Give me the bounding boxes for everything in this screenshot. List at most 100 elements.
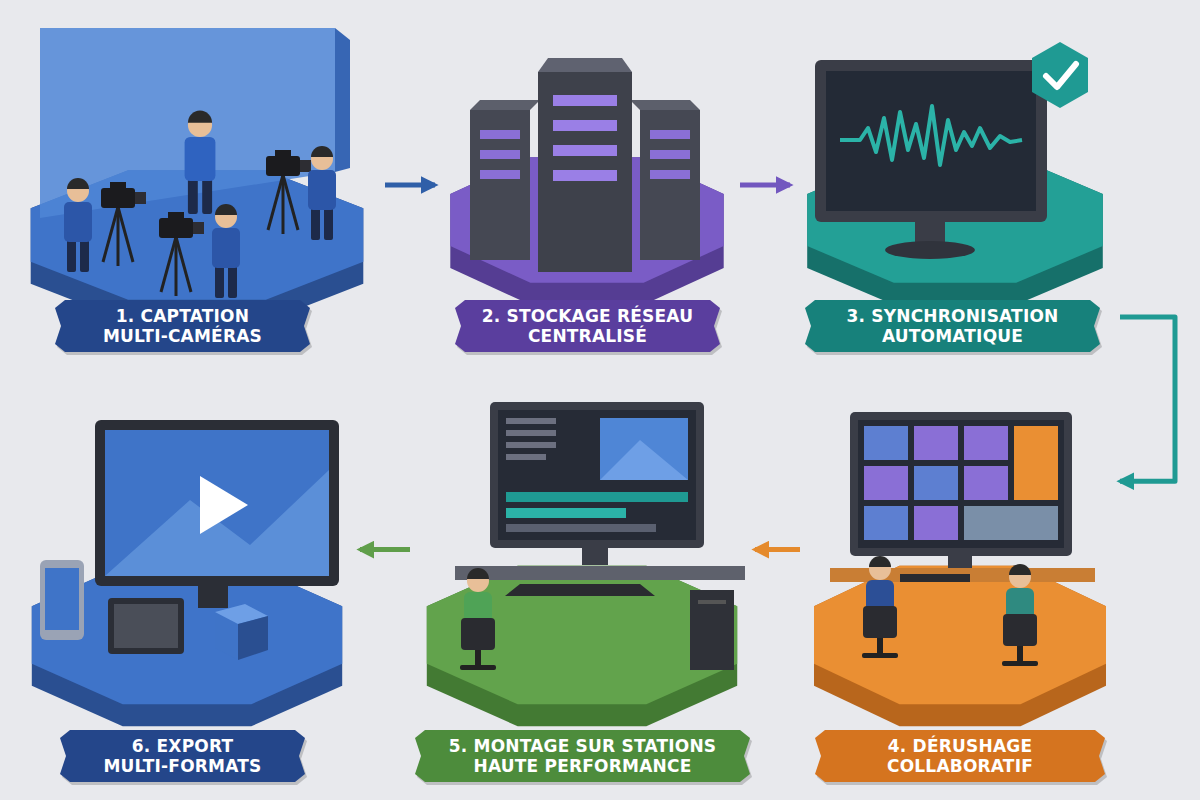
stage-shape	[10, 20, 385, 350]
banner-label-box: 5. MONTAGE SUR STATIONS HAUTE PERFORMANC…	[415, 730, 750, 782]
sync-monitor	[1046, 64, 1076, 87]
flow-arrow	[1120, 317, 1175, 481]
review-desk	[858, 420, 1064, 548]
server-racks	[470, 100, 540, 110]
stage-banner	[805, 300, 1100, 352]
export-devices	[198, 584, 228, 608]
review-desk	[830, 568, 1095, 582]
server-racks	[650, 170, 690, 179]
process-stage: 6. EXPORT MULTI-FORMATS	[15, 420, 360, 780]
platform-side	[807, 157, 1103, 305]
banner-label-box: 2. STOCKAGE RÉSEAU CENTRALISÉ	[455, 300, 720, 352]
banner-text-wrap: 4. DÉRUSHAGE COLLABORATIF	[860, 736, 1060, 777]
server-racks	[553, 95, 617, 106]
platform-side	[450, 157, 723, 305]
stage-label: 2. STOCKAGE RÉSEAU CENTRALISÉ	[473, 306, 703, 347]
banner-text-wrap: 2. STOCKAGE RÉSEAU CENTRALISÉ	[473, 306, 703, 347]
banner-label-box: 1. CAPTATION MULTI-CAMÉRAS	[55, 300, 310, 352]
stage-label: 5. MONTAGE SUR STATIONS HAUTE PERFORMANC…	[430, 736, 735, 777]
stage-shape	[410, 420, 755, 780]
sync-monitor	[826, 71, 1036, 211]
review-desk	[864, 506, 908, 540]
edit-station	[506, 430, 556, 436]
stage-banner	[415, 730, 750, 782]
edit-station	[506, 418, 556, 424]
server-racks	[480, 150, 520, 159]
export-devices	[40, 420, 339, 660]
edit-station	[582, 545, 608, 565]
studio-scene	[40, 28, 350, 298]
sync-monitor	[915, 218, 945, 246]
banner-text-wrap: 3. SYNCHRONISATION AUTOMATIQUE	[833, 306, 1073, 347]
process-stage: 2. STOCKAGE RÉSEAU CENTRALISÉ	[435, 20, 740, 350]
banner-text-wrap: 6. EXPORT MULTI-FORMATS	[98, 736, 268, 777]
edit-station	[600, 440, 688, 480]
stage-shape	[15, 420, 360, 780]
export-devices	[108, 598, 184, 654]
studio-scene	[40, 28, 335, 218]
export-devices	[40, 560, 84, 640]
flow-arrow	[755, 547, 800, 552]
review-desk	[1014, 426, 1058, 500]
review-desk	[1002, 564, 1038, 666]
edit-station	[690, 590, 734, 670]
review-desk	[864, 466, 908, 500]
edit-station	[506, 508, 626, 518]
review-desk	[862, 556, 898, 658]
review-desk	[964, 466, 1008, 500]
platform-top	[427, 566, 737, 705]
studio-scene	[101, 182, 146, 266]
stage-label: 1. CAPTATION MULTI-CAMÉRAS	[93, 306, 273, 347]
studio-scene	[308, 146, 336, 240]
server-racks	[553, 120, 617, 131]
process-stage: 3. SYNCHRONISATION AUTOMATIQUE	[790, 20, 1120, 350]
banner-label-box: 6. EXPORT MULTI-FORMATS	[60, 730, 305, 782]
sync-monitor	[1032, 42, 1088, 108]
stage-banner	[815, 730, 1105, 782]
stage-label: 6. EXPORT MULTI-FORMATS	[98, 736, 268, 777]
banner-text-wrap: 1. CAPTATION MULTI-CAMÉRAS	[93, 306, 273, 347]
export-devices	[105, 430, 329, 576]
export-devices	[200, 476, 248, 534]
review-desk	[900, 574, 970, 582]
sync-monitor	[840, 106, 1022, 165]
platform-side	[32, 566, 342, 727]
export-devices	[105, 470, 329, 576]
flow-arrow	[740, 183, 790, 188]
stage-shape	[800, 420, 1120, 780]
review-desk	[830, 412, 1095, 666]
edit-station	[600, 418, 688, 480]
process-stage: 5. MONTAGE SUR STATIONS HAUTE PERFORMANC…	[410, 420, 755, 780]
review-desk	[964, 426, 1008, 460]
banner-label-box: 4. DÉRUSHAGE COLLABORATIF	[815, 730, 1105, 782]
server-racks	[553, 145, 617, 156]
edit-station	[698, 600, 726, 604]
banner-text-wrap: 5. MONTAGE SUR STATIONS HAUTE PERFORMANC…	[430, 736, 735, 777]
edit-station	[506, 524, 656, 532]
platform-top	[814, 566, 1106, 705]
stage-label: 3. SYNCHRONISATION AUTOMATIQUE	[833, 306, 1073, 347]
export-devices	[238, 616, 268, 660]
platform-side	[427, 566, 737, 727]
export-devices	[95, 420, 339, 586]
sync-monitor	[815, 42, 1088, 259]
flow-arrow	[360, 547, 410, 552]
export-devices	[114, 604, 178, 648]
sync-monitor	[885, 241, 975, 259]
server-racks	[538, 58, 632, 72]
platform-side	[31, 170, 364, 321]
edit-station	[455, 402, 745, 670]
edit-station	[455, 566, 745, 580]
edit-station	[460, 568, 496, 670]
studio-scene	[212, 204, 240, 298]
export-devices	[215, 604, 268, 624]
platform-top	[807, 157, 1103, 283]
server-racks	[553, 170, 617, 181]
platform-top	[450, 157, 723, 283]
review-desk	[964, 506, 1058, 540]
review-desk	[914, 466, 958, 500]
studio-scene	[266, 150, 311, 234]
server-racks	[630, 100, 700, 110]
